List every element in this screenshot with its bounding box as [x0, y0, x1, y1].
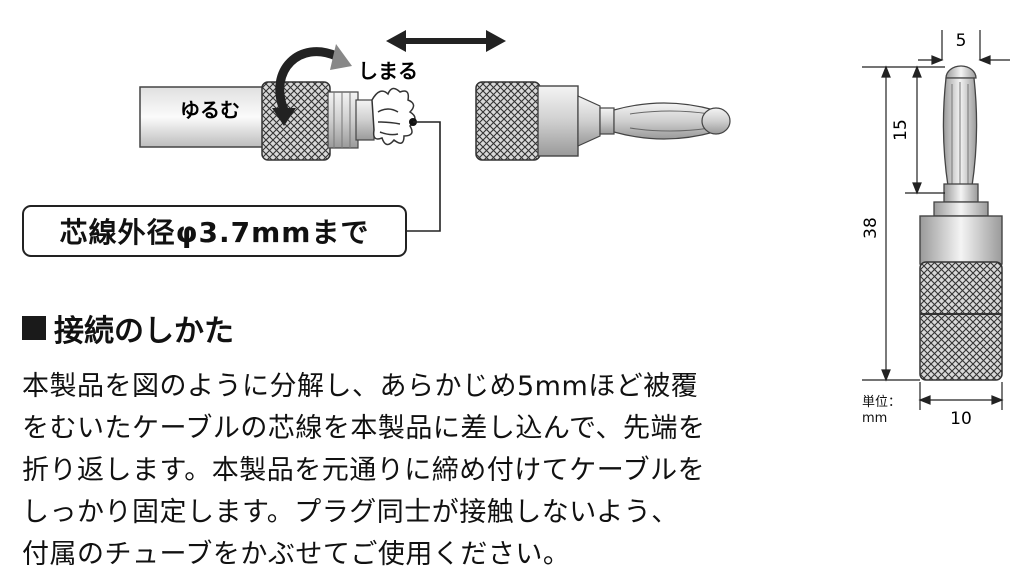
unit-label: 単位： — [862, 395, 902, 410]
leader-line — [406, 118, 441, 232]
section-title: 接続のしかた — [54, 314, 234, 349]
dim-tip-width: 5 — [956, 31, 967, 51]
instruction-line: しっかり固定します。プラグ同士が接触しないよう、 — [22, 497, 679, 528]
instruction-line: 本製品を図のように分解し、あらかじめ5mmほど被覆 — [22, 371, 699, 402]
instruction-text: 本製品を図のように分解し、あらかじめ5mmほど被覆 をむいたケーブルの芯線を本製… — [22, 366, 822, 576]
tighten-label: しまる — [358, 59, 418, 83]
cable — [139, 86, 276, 148]
plug-body — [475, 81, 731, 161]
unit-note: 単位： mm — [862, 395, 901, 427]
side-elevation — [919, 65, 1003, 381]
unit-value: mm — [862, 411, 888, 426]
instruction-line: 付属のチューブをかぶせてご使用ください。 — [22, 539, 571, 570]
collet — [327, 91, 375, 149]
instruction-line: 折り返します。本製品を元通りに締め付けてケーブルを — [22, 455, 706, 486]
conductor-diameter-callout: 芯線外径φ3.7mmまで — [22, 205, 407, 257]
dimension-lines — [862, 30, 1010, 410]
instruction-line: をむいたケーブルの芯線を本製品に差し込んで、先端を — [22, 413, 706, 444]
rotate-arrow-icon — [272, 44, 352, 126]
dim-total-length: 38 — [861, 217, 881, 239]
dim-body-width: 10 — [950, 409, 972, 429]
dim-tip-length: 15 — [891, 119, 911, 141]
knurled-nut — [261, 81, 331, 161]
loosen-label: ゆるむ — [180, 98, 240, 122]
section-heading: 接続のしかた — [22, 308, 234, 349]
frayed-conductor — [371, 87, 416, 146]
square-bullet-icon — [22, 316, 46, 340]
separate-arrow-icon — [386, 30, 506, 52]
